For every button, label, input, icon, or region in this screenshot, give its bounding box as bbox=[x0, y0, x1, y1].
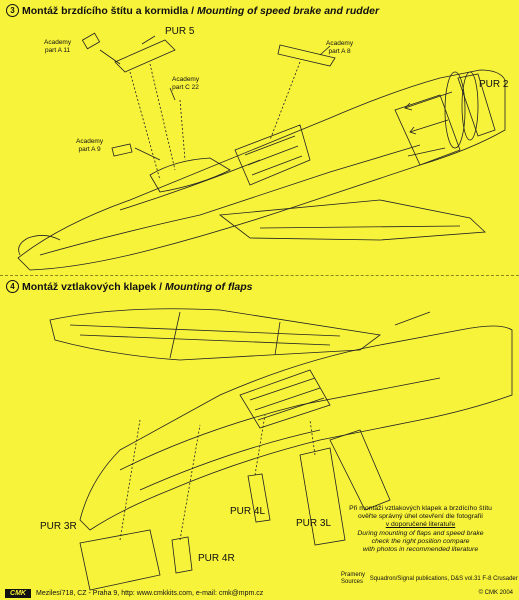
sources-text: Squadron/Signal publications, D&S vol.31… bbox=[369, 576, 518, 582]
label-academy-a11-line2: part A 11 bbox=[44, 46, 71, 54]
pur-5-part bbox=[114, 39, 176, 73]
label-academy-c22: Academy part C 22 bbox=[172, 76, 199, 91]
pur-4l-part bbox=[247, 473, 271, 523]
pur-3r-part bbox=[79, 529, 161, 591]
lower-wing-outline bbox=[49, 308, 381, 361]
footer: CMK Mezilesí718, CZ - Praha 9, http: www… bbox=[0, 587, 519, 600]
note-cz-line3-text: v doporučené literatuře bbox=[385, 521, 456, 529]
note-en-line2: check the right position compare bbox=[371, 537, 470, 545]
note-cz-line2: ověřte správný úhel otevření dle fotogra… bbox=[357, 513, 484, 521]
section-3-title-cz: Montáž brzdícího štítu a kormidla / bbox=[22, 5, 198, 17]
section-4-number: 4 bbox=[6, 280, 19, 293]
sources: Prameny Sources Squadron/Signal publicat… bbox=[341, 572, 518, 585]
academy-a8-part bbox=[277, 44, 336, 67]
footer-address: Mezilesí718, CZ - Praha 9, http: www.cmk… bbox=[36, 590, 264, 597]
label-academy-a8: Academy part A 8 bbox=[326, 40, 353, 55]
sources-label: Prameny Sources bbox=[341, 572, 365, 585]
sources-label-line1: Prameny bbox=[341, 572, 366, 578]
label-academy-a9-line1: Academy bbox=[76, 138, 104, 145]
label-academy-a9: Academy part A 9 bbox=[76, 138, 103, 153]
assembly-note: Při montáži vztlakových klapek a brzdící… bbox=[328, 505, 513, 554]
label-academy-c22-line2: part C 22 bbox=[172, 83, 199, 91]
footer-copyright: © CMK 2004 bbox=[478, 590, 513, 596]
note-cz-line3: v doporučené literatuře bbox=[328, 521, 513, 529]
label-pur-2: PUR 2 bbox=[479, 79, 509, 90]
label-pur-4r: PUR 4R bbox=[198, 553, 235, 564]
section-3-number: 3 bbox=[6, 4, 19, 17]
label-academy-a9-line2: part A 9 bbox=[78, 145, 101, 153]
section-4-title-en: Mounting of flaps bbox=[164, 281, 253, 293]
label-pur-5: PUR 5 bbox=[165, 26, 195, 37]
section-4-title-cz: Montáž vztlakových klapek / bbox=[22, 281, 165, 293]
label-academy-a11-line1: Academy bbox=[44, 39, 72, 46]
label-academy-a11: Academy part A 11 bbox=[44, 39, 71, 54]
label-academy-a8-line1: Academy bbox=[326, 40, 354, 47]
section-divider bbox=[0, 275, 519, 276]
academy-a9-part bbox=[111, 143, 133, 157]
label-academy-a8-line2: part A 8 bbox=[328, 47, 351, 55]
cmk-logo: CMK bbox=[5, 589, 31, 598]
pur-3l-part bbox=[299, 447, 346, 546]
note-en-line3: with photos in recommended literature bbox=[362, 546, 479, 554]
note-cz-line1: Při montáži vztlakových klapek a brzdící… bbox=[349, 505, 492, 512]
lower-fuselage-outline bbox=[79, 325, 513, 531]
academy-a11-part bbox=[81, 32, 101, 50]
pur-4r-part bbox=[171, 536, 193, 574]
upper-wing-outline bbox=[218, 199, 486, 241]
upper-fuselage-outline bbox=[17, 69, 506, 271]
label-pur-3r: PUR 3R bbox=[40, 521, 77, 532]
label-pur-4l: PUR 4L bbox=[230, 506, 266, 517]
note-en-line1: During mounting of flaps and speed brake bbox=[357, 529, 484, 537]
pur-2-part bbox=[457, 73, 496, 137]
upper-cockpit-outline bbox=[149, 157, 231, 193]
section-3-title-en: Mounting of speed brake and rudder bbox=[197, 5, 380, 17]
label-pur-3l: PUR 3L bbox=[296, 518, 332, 529]
sources-label-line2: Sources bbox=[341, 578, 364, 585]
label-academy-c22-line1: Academy bbox=[172, 76, 200, 83]
